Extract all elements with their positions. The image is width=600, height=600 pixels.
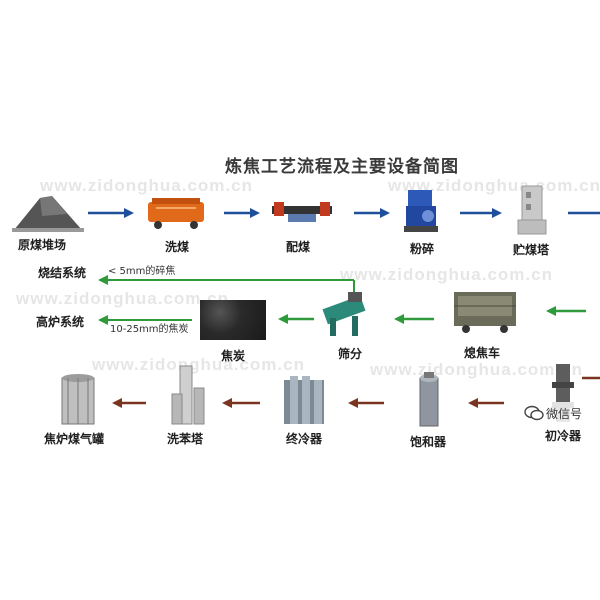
quench-car-image xyxy=(454,292,516,333)
arrow-right-icon xyxy=(224,208,260,218)
label-final-cooler: 终冷器 xyxy=(286,432,323,446)
wechat-badge: 微信号 xyxy=(522,402,600,424)
coal-blender-image xyxy=(272,202,332,222)
arrow-left-icon xyxy=(348,398,384,408)
label-crushing: 粉碎 xyxy=(410,242,435,256)
watermark: www.zidonghua.com.cn xyxy=(92,355,305,374)
arrow-line-icon xyxy=(582,376,600,380)
watermark: www.zidonghua.com.cn xyxy=(340,265,553,284)
label-sinter-system: 烧结系统 xyxy=(38,266,87,280)
arrow-left-icon xyxy=(546,306,586,316)
wechat-label: 微信号 xyxy=(546,407,583,421)
label-blast-furnace-system: 高炉系统 xyxy=(36,315,85,329)
screening-machine-image xyxy=(322,292,366,336)
saturator-image xyxy=(419,372,439,427)
label-coal-tower: 贮煤塔 xyxy=(513,243,550,257)
coal-washer-image xyxy=(148,198,204,229)
label-quench-car: 熄焦车 xyxy=(464,346,501,360)
arrow-right-icon xyxy=(460,208,502,218)
crusher-image xyxy=(404,190,438,232)
label-primary-cooler: 初冷器 xyxy=(545,429,582,443)
coal-tower-image xyxy=(517,185,547,235)
label-saturator: 饱和器 xyxy=(410,435,447,449)
label-blending: 配煤 xyxy=(286,240,311,254)
watermark: www.zidonghua.com.cn xyxy=(388,176,600,195)
arrow-left-icon xyxy=(468,398,504,408)
label-benzene-scrubber: 洗苯塔 xyxy=(167,432,204,446)
coke-image xyxy=(200,300,266,340)
watermark: www.zidonghua.com.cn xyxy=(40,176,253,195)
arrow-left-icon xyxy=(112,398,146,408)
arrow-left-icon xyxy=(394,314,434,324)
note-coke-size: 10-25mm的焦炭 xyxy=(110,324,189,335)
label-gas-holder: 焦炉煤气罐 xyxy=(44,432,105,446)
benzene-scrubber-image xyxy=(171,365,205,425)
label-coke: 焦炭 xyxy=(221,349,246,363)
label-washing: 洗煤 xyxy=(165,240,190,254)
arrow-left-icon xyxy=(222,398,260,408)
watermark: www.zidonghua.com.cn xyxy=(370,360,583,379)
arrow-left-icon xyxy=(278,314,314,324)
coal-pile-image xyxy=(12,196,84,232)
arrow-line-icon xyxy=(568,211,600,215)
diagram-title: 炼焦工艺流程及主要设备简图 xyxy=(225,157,459,177)
final-cooler-image xyxy=(284,376,324,424)
watermark: www.zidonghua.com.cn xyxy=(16,289,229,308)
arrow-left-icon xyxy=(98,315,192,325)
label-coal-yard: 原煤堆场 xyxy=(18,238,67,252)
wechat-icon xyxy=(524,405,544,421)
label-screening: 筛分 xyxy=(338,347,363,361)
note-small-coke: < 5mm的碎焦 xyxy=(108,266,176,277)
arrow-right-icon xyxy=(354,208,390,218)
arrow-left-icon xyxy=(98,275,355,296)
arrow-right-icon xyxy=(88,208,134,218)
gas-holder-image xyxy=(61,374,95,425)
